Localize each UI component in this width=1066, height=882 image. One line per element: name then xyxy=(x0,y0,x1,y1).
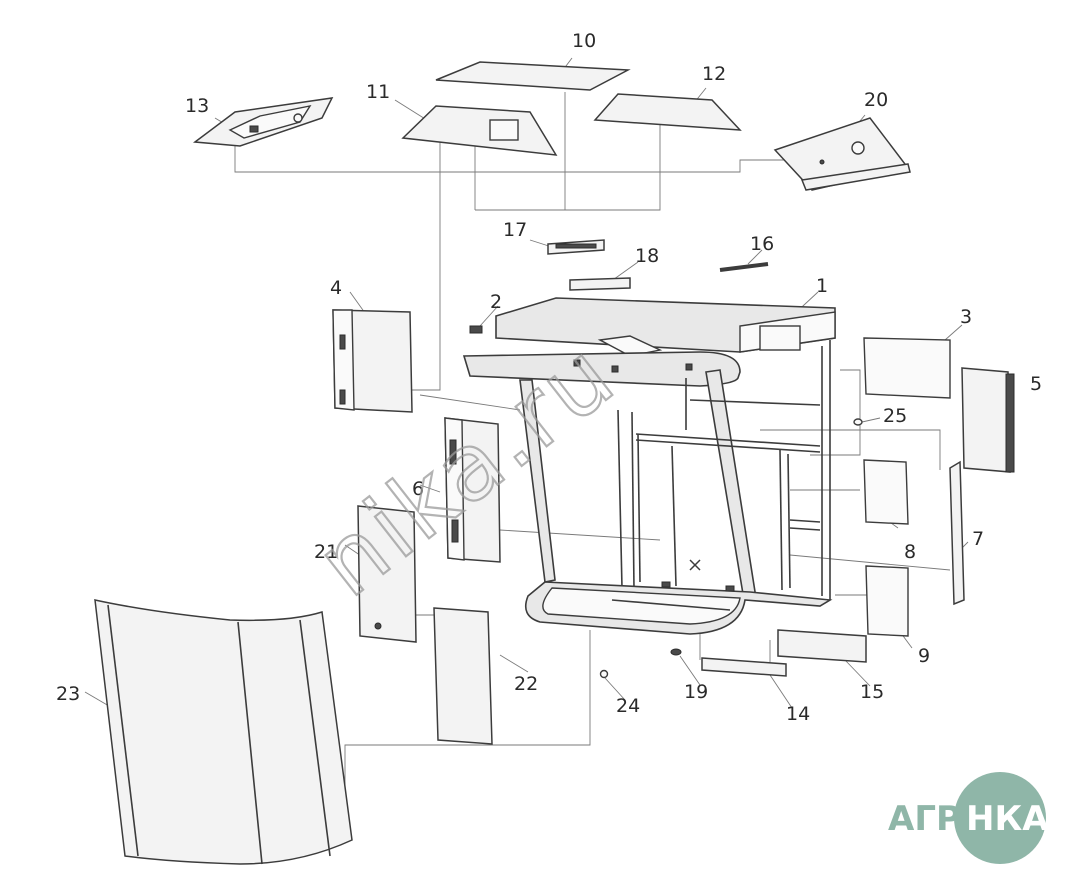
part-23-curved-front-panel xyxy=(94,599,353,865)
callout-18: 18 xyxy=(635,245,659,267)
part-25-fastener xyxy=(853,418,863,426)
callout-23: 23 xyxy=(56,683,80,705)
callout-4: 4 xyxy=(330,277,342,299)
callout-2: 2 xyxy=(490,291,502,313)
cross-mark-icon xyxy=(689,559,701,571)
part-11-roof-panel-front xyxy=(401,105,558,156)
callout-15: 15 xyxy=(860,681,884,703)
callout-labels: 1 2 3 4 5 6 7 8 9 10 11 12 13 14 15 16 1… xyxy=(56,30,1042,725)
logo-circle xyxy=(954,772,1046,864)
callout-22: 22 xyxy=(514,673,538,695)
part-4-side-panel xyxy=(332,309,413,413)
agronika-logo: АГРО НКА xyxy=(888,772,1049,864)
part-19-plug xyxy=(670,648,682,656)
callout-3: 3 xyxy=(960,306,972,328)
part-2-clip xyxy=(469,325,483,334)
part-5-side-panel xyxy=(961,367,1015,473)
part-3-rear-window xyxy=(863,337,951,399)
part-22-lower-panel xyxy=(433,607,493,745)
part-12-roof-panel-rear xyxy=(593,93,742,131)
callout-6: 6 xyxy=(412,478,424,500)
part-13-roof-bracket-left xyxy=(192,97,334,147)
callout-24: 24 xyxy=(616,695,640,717)
part-17-vent-grille xyxy=(547,239,605,255)
callout-7: 7 xyxy=(972,528,984,550)
logo-text-right: НКА xyxy=(966,799,1049,839)
callout-13: 13 xyxy=(185,95,209,117)
part-8-panel xyxy=(863,459,909,525)
part-18-vent-insert xyxy=(569,277,631,291)
callout-8: 8 xyxy=(904,541,916,563)
callout-19: 19 xyxy=(684,681,708,703)
part-6-side-panel xyxy=(444,417,501,563)
callout-10: 10 xyxy=(572,30,596,52)
part-21-lower-side-panel xyxy=(357,505,417,643)
logo-text-left: АГРО xyxy=(888,799,990,839)
callout-5: 5 xyxy=(1030,373,1042,395)
callout-17: 17 xyxy=(503,219,527,241)
part-10-roof-cover xyxy=(435,61,631,91)
part-24-plug xyxy=(599,669,609,679)
part-15-sill-plate xyxy=(777,629,867,663)
part-16-seal-strip xyxy=(719,262,769,272)
callout-1: 1 xyxy=(816,275,828,297)
callout-20: 20 xyxy=(864,89,888,111)
part-14-step-plate xyxy=(701,657,787,677)
part-20-roof-bracket-right xyxy=(773,117,911,191)
callout-11: 11 xyxy=(366,81,390,103)
callout-12: 12 xyxy=(702,63,726,85)
callout-9: 9 xyxy=(918,645,930,667)
callout-14: 14 xyxy=(786,703,810,725)
part-1-cab-frame xyxy=(462,297,836,635)
callout-21: 21 xyxy=(314,541,338,563)
part-7-corner-trim xyxy=(949,460,965,606)
part-9-panel xyxy=(865,565,909,637)
callout-25: 25 xyxy=(883,405,907,427)
callout-16: 16 xyxy=(750,233,774,255)
